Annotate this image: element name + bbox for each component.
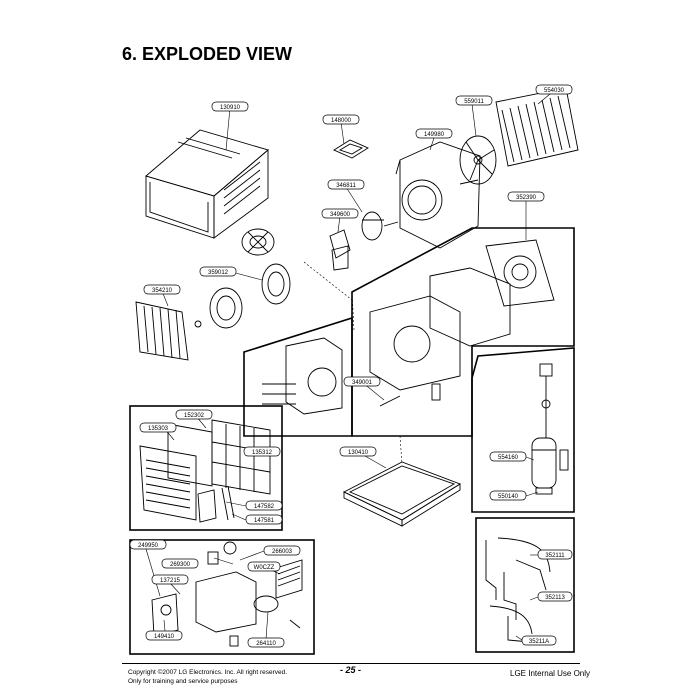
callout-352111: 352111 [537, 549, 573, 560]
callout-352113: 352113 [537, 591, 573, 602]
fan-housing-drawing [262, 337, 343, 415]
part-number: 554160 [498, 455, 519, 461]
page-number: - 25 - [340, 665, 362, 675]
callout-346811: 346811 [327, 179, 365, 190]
callout-349600: 349600 [321, 208, 359, 219]
callout-559011: 559011 [455, 95, 493, 106]
part-number: 147581 [254, 518, 275, 524]
callout-266003: 266003 [263, 545, 301, 556]
shroud-drawing [395, 141, 481, 249]
page-title: 6. EXPLODED VIEW [122, 44, 293, 64]
callout-152302: 152302 [175, 409, 213, 420]
part-number: 152302 [184, 413, 205, 419]
fan-propeller-drawing [459, 135, 497, 185]
callout-149980: 149980 [415, 128, 453, 139]
part-number: 359012 [208, 270, 229, 276]
part-number: 349001 [352, 380, 373, 386]
frame-control-box [129, 539, 315, 655]
copyright-text: Copyright ©2007 LG Electronics. Inc. All… [128, 669, 288, 676]
footer-divider [122, 663, 580, 664]
blower-drawing [209, 228, 291, 329]
frame-compressor [471, 347, 575, 513]
callout-349001: 349001 [343, 376, 381, 387]
compressor-drawing [531, 363, 569, 495]
front-grille-drawing [139, 419, 271, 523]
callout-148000: 148000 [322, 114, 360, 125]
part-number: W0CZZ [254, 565, 275, 571]
callout-269300: 269300 [161, 558, 199, 569]
frame-front-grille [129, 405, 283, 531]
part-number: 346811 [336, 183, 356, 189]
callout-264110: 264110 [247, 637, 285, 648]
base-drawing [342, 461, 462, 527]
part-number: 354210 [152, 288, 173, 294]
callout-137215: 137215 [151, 574, 189, 585]
part-number: 147582 [254, 504, 275, 510]
callout-labels: 130910 148000 149980 559011 554030 34681… [129, 84, 573, 648]
callout-354210: 354210 [143, 284, 181, 295]
part-number: 352113 [545, 595, 565, 601]
part-number: 264110 [256, 641, 276, 647]
callout-554160: 554160 [489, 451, 527, 462]
callout-147582: 147582 [245, 500, 283, 511]
part-number: 135312 [252, 450, 273, 456]
base-pan-drawing [369, 239, 555, 407]
callout-359012: 359012 [199, 266, 237, 277]
callout-147581: 147581 [245, 514, 283, 525]
callout-130410: 130410 [339, 446, 377, 457]
part-number: 148000 [331, 118, 352, 124]
callout-249950: 249950 [129, 539, 167, 550]
part-number: 149410 [154, 634, 175, 640]
callout-352390: 352390 [507, 191, 545, 202]
part-number: 130910 [220, 105, 241, 111]
part-number: 559011 [464, 99, 484, 105]
control-box-drawing [151, 541, 303, 647]
callout-135303: 135303 [139, 422, 177, 433]
part-number: 137215 [160, 578, 181, 584]
callout-554030: 554030 [535, 84, 573, 95]
motor-drawing [329, 211, 399, 271]
part-number: 269300 [170, 562, 191, 568]
evaporator-drawing [135, 301, 202, 361]
part-number: 554030 [544, 88, 565, 94]
callout-130910: 130910 [211, 101, 249, 112]
part-number: 135303 [148, 426, 169, 432]
callout-149410: 149410 [145, 630, 183, 641]
part-number: 266003 [272, 549, 293, 555]
callout-W0CZZ: W0CZZ [247, 561, 281, 572]
cabinet-drawing [145, 129, 269, 239]
callout-550140: 550140 [489, 490, 527, 501]
training-notice: Only for training and service purposes [128, 678, 238, 685]
part-number: 149980 [424, 132, 445, 138]
callout-35211A: 35211A [521, 635, 557, 646]
part-number: 349600 [330, 212, 351, 218]
internal-use-notice: LGE Internal Use Only [510, 669, 591, 678]
part-number: 249950 [138, 543, 159, 549]
part-number: 35211A [529, 639, 549, 645]
leader-lines [145, 93, 551, 641]
part-number: 130410 [348, 450, 369, 456]
frame-fan-assembly [243, 316, 353, 437]
callout-135312: 135312 [243, 446, 281, 457]
part-number: 352111 [545, 553, 565, 559]
bracket-drawing [333, 139, 369, 159]
part-number: 550140 [498, 494, 519, 500]
part-number: 352390 [516, 195, 537, 201]
frame-base-assembly [351, 227, 575, 437]
condenser-drawing [495, 87, 579, 167]
frame-tubes [475, 517, 575, 653]
